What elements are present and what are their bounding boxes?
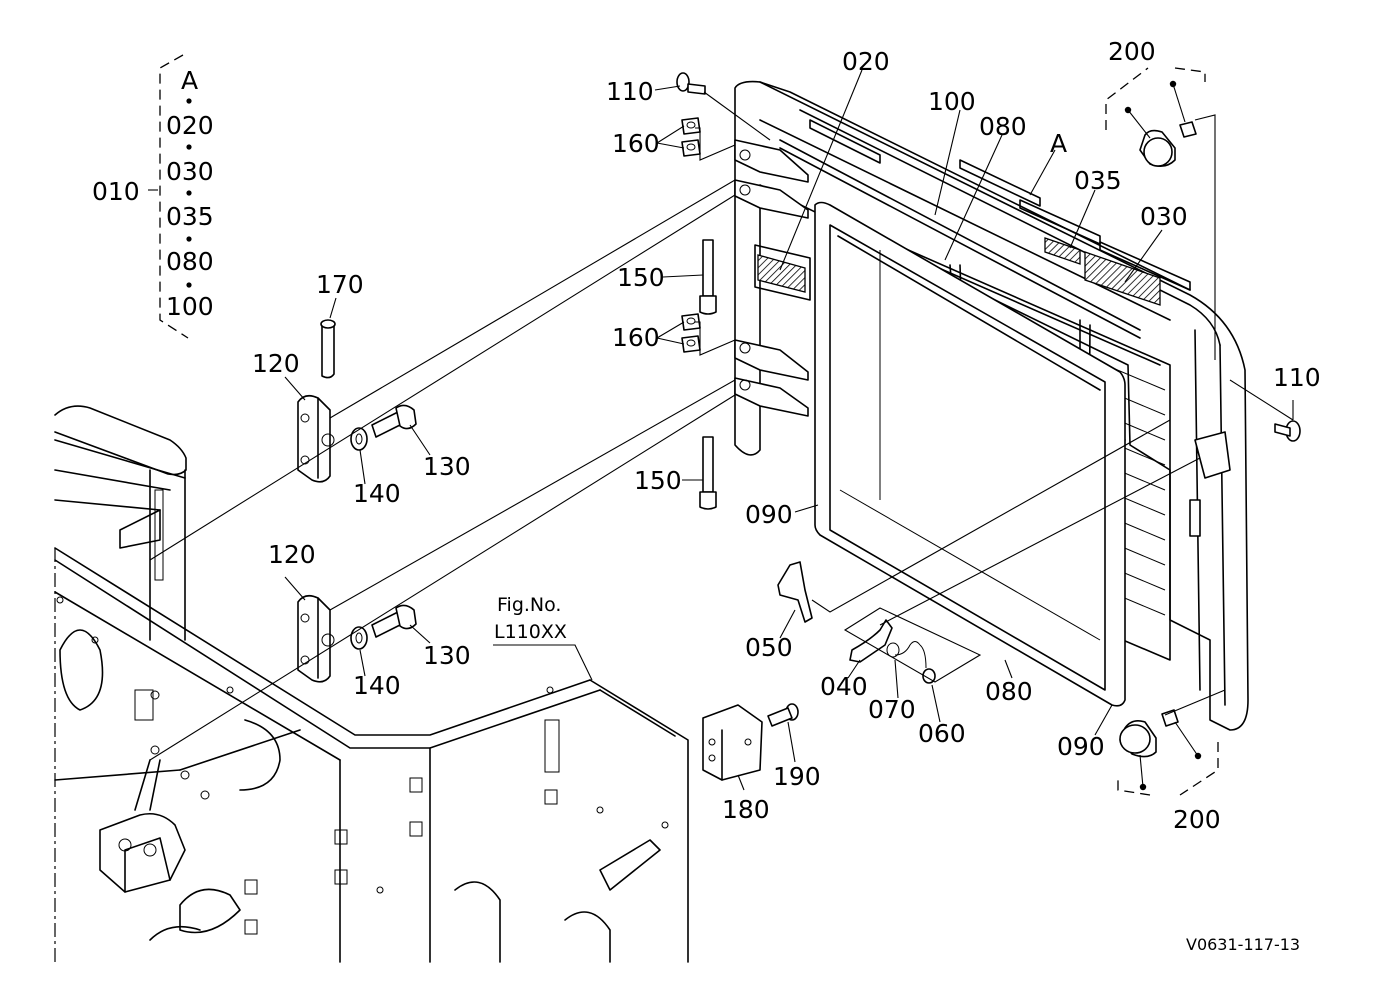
label-120-upper: 120 [252,349,300,378]
label-150-lower: 150 [634,466,682,495]
label-020: 020 [842,47,890,76]
label-080-top: 080 [979,112,1027,141]
bolt-190 [767,703,799,727]
bolt-150-lower [699,436,717,510]
bolt-110-top [676,72,706,95]
label-120-lower: 120 [268,540,316,569]
kit-200-top-box [1105,67,1206,139]
label-010: 010 [92,177,140,206]
drawing-code: V0631-117-13 [1186,935,1300,954]
kit-200-bottom-box [1117,721,1219,796]
nut-060 [919,644,936,684]
kit-010-bracket [148,54,192,339]
label-view-A: A [1050,129,1067,158]
label-110-top: 110 [606,77,654,106]
label-100: 100 [928,87,976,116]
hinge-pin [320,319,336,379]
assembly-lines [149,91,1294,761]
kit-item-035: 035 [166,202,214,231]
figure-ref-line2: L110XX [494,621,567,643]
machine-frame [54,405,689,963]
figure-ref-line1: Fig.No. [497,594,561,616]
nuts-160-lower [681,313,701,353]
label-090-right: 090 [1057,732,1105,761]
label-160-lower: 160 [612,323,660,352]
label-090-left: 090 [745,500,793,529]
label-070: 070 [868,695,916,724]
label-200-bottom: 200 [1173,805,1221,834]
label-110-right: 110 [1273,363,1321,392]
nuts-160-upper [681,117,701,157]
bolt-150-upper [699,239,717,315]
label-180: 180 [722,795,770,824]
kit-item-030: 030 [166,157,214,186]
label-170: 170 [316,270,364,299]
part-labels: 010 A 020 030 035 080 100 020 100 080 A … [92,37,1321,954]
label-140-lower: 140 [353,671,401,700]
kit-item-080: 080 [166,247,214,276]
hinge-bracket-lower [297,594,335,683]
label-035: 035 [1074,166,1122,195]
spring-070 [886,641,921,658]
label-140-upper: 140 [353,479,401,508]
label-040: 040 [820,672,868,701]
screen-panel [814,201,1126,707]
bumper-200-top [1139,121,1197,168]
bumper-200-bottom [1119,709,1179,758]
kit-item-A: A [181,66,198,95]
washer-bolt-upper [350,404,417,451]
label-160-upper: 160 [612,129,660,158]
kit-item-020: 020 [166,111,214,140]
washer-bolt-lower [350,604,417,650]
label-130-upper: 130 [423,452,471,481]
latch-040 [849,619,893,663]
label-200-top: 200 [1108,37,1156,66]
label-130-lower: 130 [423,641,471,670]
hinge-bracket-upper [297,394,335,483]
label-030: 030 [1140,202,1188,231]
label-190: 190 [773,762,821,791]
callout-leaders [284,69,1294,791]
latch-050 [777,561,813,623]
bracket-180 [702,704,763,781]
label-050: 050 [745,633,793,662]
label-060: 060 [918,719,966,748]
label-150-upper: 150 [617,263,665,292]
kit-item-100: 100 [166,292,214,321]
label-080-bottom: 080 [985,677,1033,706]
bolt-110-right [1274,420,1301,442]
